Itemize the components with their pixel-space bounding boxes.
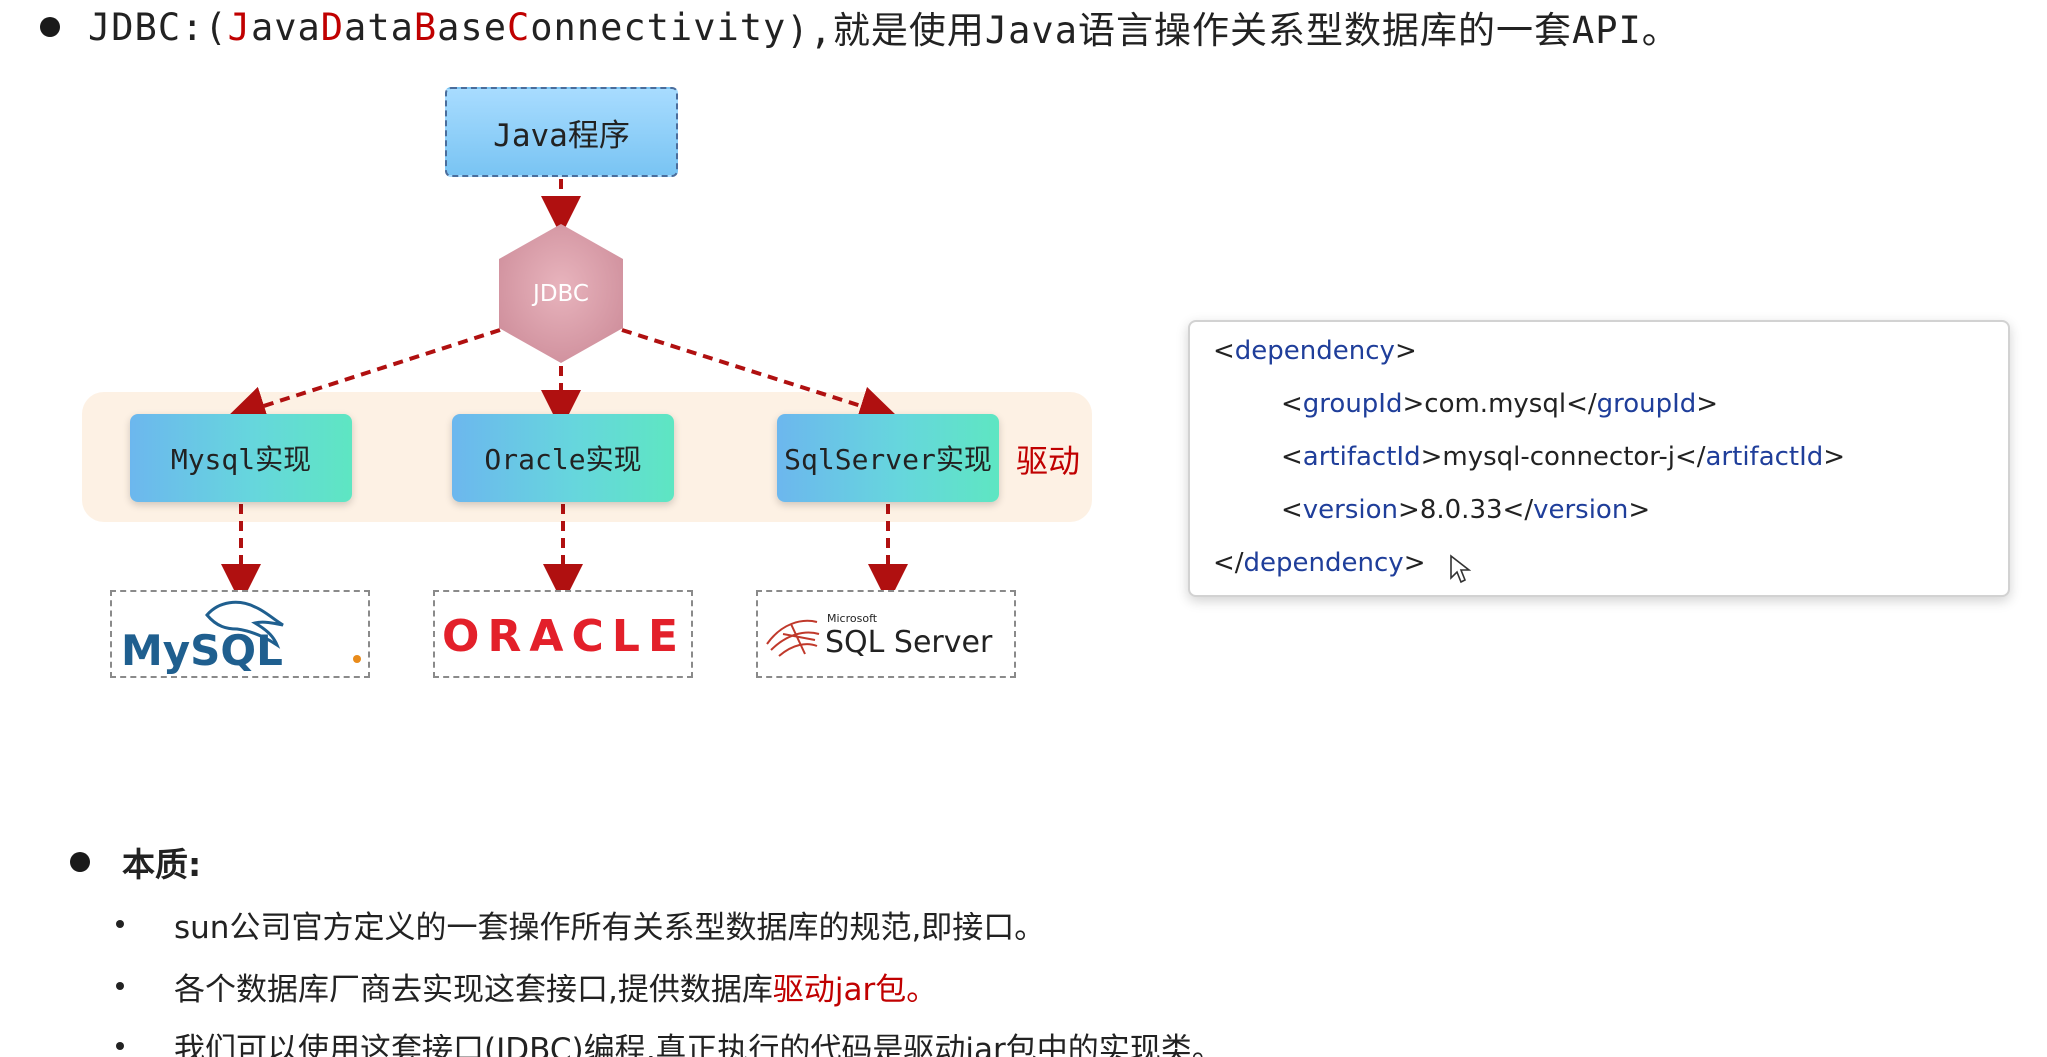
code-punct: <	[1213, 336, 1235, 366]
code-punct: >	[1394, 336, 1417, 366]
code-line-groupid: <groupId>com.mysql</groupId>	[1281, 389, 1718, 419]
headline-ata: ata	[344, 5, 414, 49]
headline-onnectivity: onnectivity	[530, 5, 787, 49]
arrow-jdbc-to-mysql	[225, 328, 501, 425]
code-value: 8.0.33	[1419, 495, 1503, 525]
code-tag: groupId	[1302, 389, 1403, 419]
essence-heading: 本质:	[70, 840, 201, 884]
code-punct: </	[1674, 442, 1706, 472]
bullet-text: 我们可以使用这套接口(JDBC)编程,真正执行的代码是驱动jar包中的实现类。	[174, 1031, 1223, 1057]
sqlserver-logo-box: Microsoft SQL Server	[756, 590, 1016, 678]
oracle-impl-box: Oracle实现	[452, 414, 674, 502]
mysql-logo-box: MySQL	[110, 590, 370, 678]
sqlserver-logo: Microsoft SQL Server	[766, 612, 993, 660]
bullet-dot	[70, 852, 90, 872]
headline-letter-c: C	[506, 5, 531, 49]
code-punct: >	[1823, 442, 1846, 472]
code-line-version: <version>8.0.33</version>	[1281, 495, 1650, 525]
code-line-dependency-close: </dependency>	[1213, 548, 1425, 578]
code-tag: artifactId	[1302, 442, 1421, 472]
code-punct: </	[1566, 389, 1597, 419]
essence-bullet-3: 我们可以使用这套接口(JDBC)编程,真正执行的代码是驱动jar包中的实现类。	[116, 1024, 1223, 1057]
code-punct: >	[1402, 389, 1425, 419]
code-punct: >	[1696, 389, 1719, 419]
sqlserver-logo-microsoft: Microsoft	[827, 612, 878, 625]
headline-ase: ase	[437, 5, 507, 49]
driver-label: 驱动	[1016, 442, 1081, 480]
code-value: com.mysql	[1424, 389, 1567, 419]
mysql-logo: MySQL	[121, 600, 361, 675]
connector-arrows	[221, 179, 908, 604]
code-value: mysql-connector-j	[1442, 442, 1675, 472]
arrow-jdbc-to-sqlserver	[621, 328, 900, 426]
bullet-dot	[116, 1042, 124, 1050]
headline-letter-b: B	[413, 5, 438, 49]
essence-bullet-1: sun公司官方定义的一套操作所有关系型数据库的规范,即接口。	[116, 902, 1045, 946]
oracle-logo-text: ORACLE	[442, 611, 678, 662]
code-punct: </	[1502, 495, 1534, 525]
code-punct: >	[1398, 495, 1420, 525]
jdbc-label: JDBC	[533, 280, 589, 307]
headline-letter-d: D	[320, 5, 345, 49]
code-punct: </	[1213, 548, 1244, 578]
maven-dependency-code-card	[1188, 320, 2010, 597]
bullet-text: sun公司官方定义的一套操作所有关系型数据库的规范,即接口。	[174, 909, 1046, 946]
headline-suffix: ),就是使用Java语言操作关系型数据库的一套API。	[786, 9, 1680, 52]
headline-ava: ava	[250, 5, 321, 49]
bullet-dot	[116, 982, 124, 990]
oracle-logo: ORACLE	[442, 611, 678, 662]
code-punct: >	[1628, 495, 1651, 525]
mysql-logo-text-my: MySQL	[121, 626, 283, 675]
essence-title: 本质:	[122, 845, 202, 884]
code-tag: groupId	[1596, 389, 1697, 419]
oracle-logo-box: ORACLE	[433, 590, 693, 678]
code-punct: <	[1281, 495, 1303, 525]
code-punct: <	[1281, 389, 1303, 419]
code-tag: dependency	[1243, 548, 1404, 578]
code-tag: artifactId	[1705, 442, 1824, 472]
code-punct: >	[1403, 548, 1426, 578]
headline-letter-j: J	[227, 5, 251, 49]
code-tag: version	[1302, 495, 1399, 525]
jdbc-architecture-diagram: Java程序 JDBC Mysql实现 Oracle实现 SqlServer实现…	[0, 0, 1150, 720]
headline-prefix: JDBC:(	[88, 5, 228, 49]
sqlserver-logo-text: SQL Server	[825, 625, 993, 660]
jdbc-hexagon	[499, 224, 623, 363]
bullet-dot	[40, 17, 60, 37]
sqlserver-impl-box: SqlServer实现	[777, 414, 999, 502]
mouse-pointer-icon	[1450, 554, 1471, 584]
code-line-artifactid: <artifactId>mysql-connector-j</artifactI…	[1281, 442, 1845, 472]
bullet-text: 各个数据库厂商去实现这套接口,提供数据库	[174, 971, 773, 1008]
code-punct: >	[1420, 442, 1443, 472]
code-tag: version	[1533, 495, 1629, 525]
code-line-dependency-open: <dependency>	[1213, 336, 1417, 366]
mysql-impl-box: Mysql实现	[130, 414, 352, 502]
bullet-highlight: 驱动jar包。	[772, 971, 938, 1008]
bullet-dot	[116, 920, 124, 928]
java-program-box: Java程序	[445, 87, 678, 177]
code-punct: <	[1281, 442, 1303, 472]
essence-bullet-2: 各个数据库厂商去实现这套接口,提供数据库驱动jar包。	[116, 964, 937, 1008]
code-tag: dependency	[1234, 336, 1395, 366]
